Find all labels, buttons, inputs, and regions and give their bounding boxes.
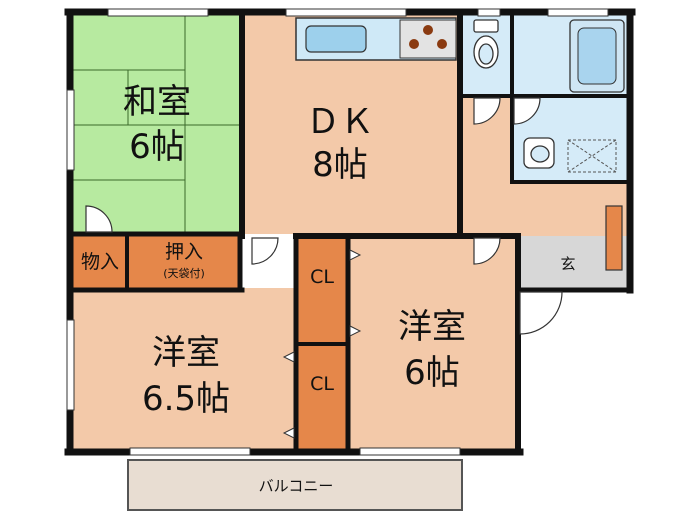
monoire-label: 物入: [81, 251, 119, 273]
oshiire-label: 押入: [165, 241, 203, 263]
room-labels: 和室 6帖 ＤＫ 8帖 物入 押入 (天袋付) 洋室 6.5帖 洋室 6帖 CL…: [81, 82, 576, 495]
washitsu-floor: [72, 14, 242, 234]
closet-upper-floor: [298, 238, 346, 344]
yoshitsu-right-name: 洋室: [398, 307, 466, 347]
sink: [305, 25, 367, 53]
washbasin-icon: [523, 137, 555, 169]
kitchen-counter: [295, 17, 457, 61]
tatami-lines: [72, 14, 242, 234]
burner-icon: [437, 39, 447, 49]
washitsu-size: 6帖: [129, 127, 185, 167]
shoe-cabinet: [605, 205, 623, 271]
yoshitsu-left-size: 6.5帖: [142, 379, 230, 419]
balcony-label: バルコニー: [259, 477, 334, 495]
yoshitsu-right-size: 6帖: [404, 353, 460, 393]
burner-icon: [409, 39, 419, 49]
closet-upper-label: CL: [310, 266, 334, 288]
dk-size: 8帖: [312, 145, 368, 185]
yoshitsu-left-floor: [72, 288, 298, 450]
yoshitsu-right-floor: [346, 236, 518, 450]
balcony-floor: [127, 459, 463, 511]
closet-lower-label: CL: [310, 373, 334, 395]
door-swings: [85, 97, 563, 335]
dk-name: ＤＫ: [306, 102, 374, 142]
burner-icon: [423, 25, 433, 35]
yoshitsu-left-name: 洋室: [152, 333, 220, 373]
toilet-icon: [473, 19, 499, 69]
bathtub-icon: [569, 19, 625, 93]
closet-lower-floor: [298, 344, 346, 450]
genkan-label: 玄: [560, 255, 575, 273]
closet-door-markers: [282, 249, 362, 439]
windows: [66, 8, 609, 456]
washitsu-name: 和室: [123, 82, 191, 122]
oshiire-floor: [127, 234, 240, 288]
monoire-floor: [72, 234, 127, 288]
oshiire-note: (天袋付): [163, 266, 205, 280]
